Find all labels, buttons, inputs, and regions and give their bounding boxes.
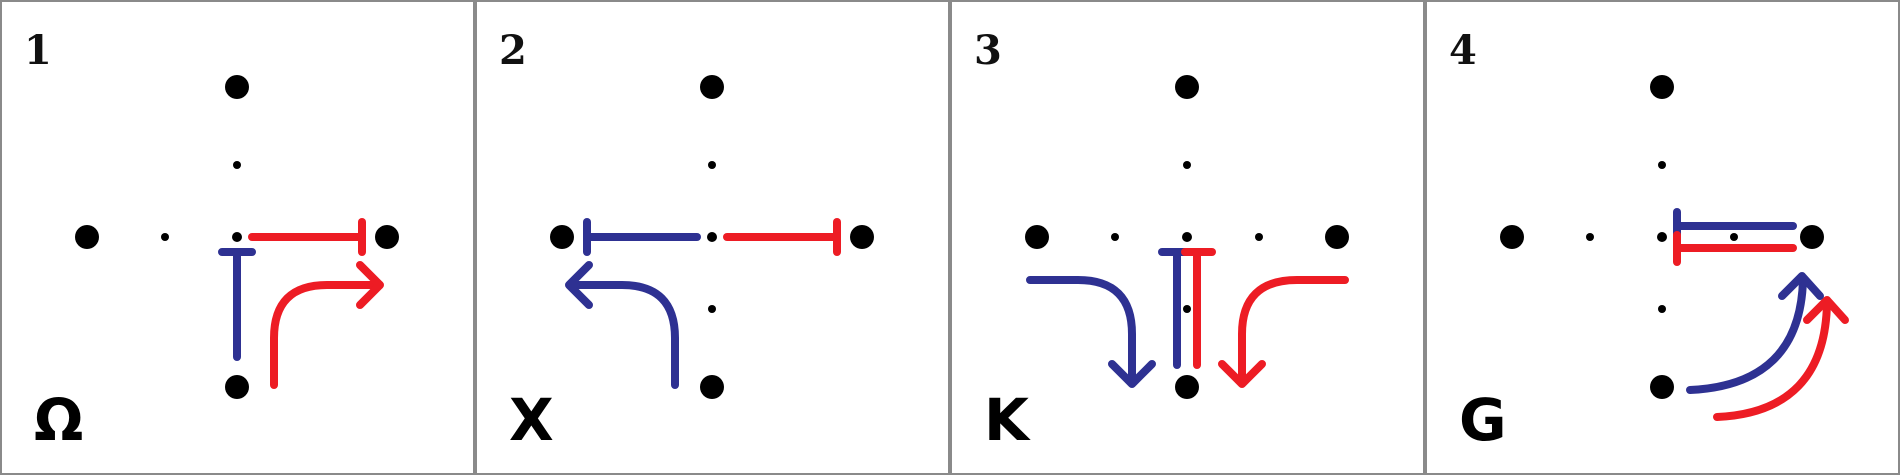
panel-number: 4: [1449, 27, 1477, 74]
blue-path: [218, 248, 256, 361]
panel-3: 3 K: [950, 0, 1425, 475]
panel-4: 4 G: [1425, 0, 1900, 475]
panel-letter: X: [509, 386, 554, 454]
panel-letter: G: [1459, 386, 1507, 454]
panel-2: 2 X: [475, 0, 950, 475]
blue-path: [1673, 208, 1824, 394]
panel-1: 1 Ω: [0, 0, 475, 475]
panel-letter: K: [984, 386, 1031, 454]
panel-number: 3: [974, 27, 1002, 74]
blue-path: [565, 218, 701, 389]
red-path: [248, 218, 384, 389]
panel-number: 1: [24, 27, 52, 74]
red-path: [1673, 231, 1849, 421]
red-path: [723, 218, 841, 256]
red-path: [1181, 248, 1349, 388]
panel-letter: Ω: [34, 386, 83, 454]
panel-number: 2: [499, 27, 527, 74]
